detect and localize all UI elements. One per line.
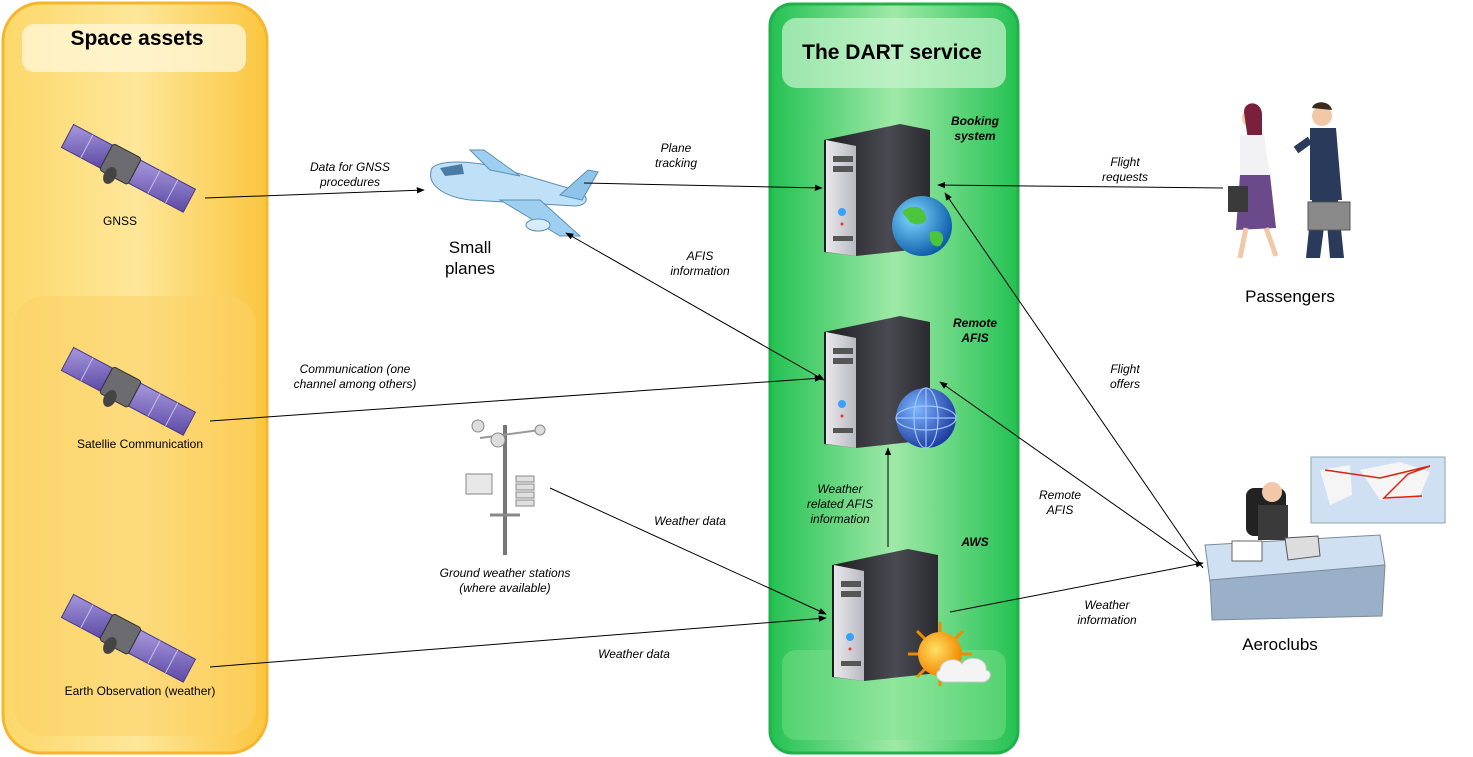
airplane-icon	[430, 149, 599, 237]
space-assets-title: Space assets	[70, 27, 204, 50]
plane-tracking-arrow	[583, 182, 823, 192]
satcom-to-afis-arrow	[209, 375, 823, 422]
booking-server-icon	[824, 124, 952, 256]
aws-label: AWS	[961, 535, 989, 549]
weather-data-eo-label: Weather data	[598, 647, 670, 661]
ground-weather-arrow	[549, 487, 827, 615]
afis-information-arrow	[565, 232, 825, 381]
earth-observation-satellite-icon	[60, 593, 197, 683]
weather-data-ground-label: Weather data	[654, 514, 726, 528]
gnss-to-planes-arrow	[204, 187, 425, 199]
flight-requests-arrow	[937, 181, 1224, 189]
earth-observation-label: Earth Observation (weather)	[64, 684, 216, 698]
remote-afis-server-icon	[824, 316, 957, 449]
flight-offers-arrow	[944, 192, 1204, 569]
gnss-label: GNSS	[102, 214, 137, 228]
aws-server-icon	[832, 549, 991, 686]
weather-information-arrow	[949, 561, 1204, 613]
passengers-label: Passengers	[1245, 287, 1335, 306]
dart-service-title: The DART service	[802, 41, 982, 64]
ground-weather-stations-label: Ground weather stations(where available)	[439, 566, 571, 595]
aeroclub-office-icon	[1204, 456, 1446, 621]
aeroclubs-label: Aeroclubs	[1242, 635, 1318, 654]
passengers-icon	[1228, 102, 1351, 259]
flow-arrows	[204, 181, 1224, 668]
weather-station-icon	[465, 419, 546, 555]
remote-afis-arrow	[939, 381, 1204, 568]
eo-weather-arrow	[209, 615, 827, 668]
satcom-label: Satellie Communication	[76, 437, 204, 451]
gnss-satellite-icon	[60, 123, 197, 213]
satcom-satellite-icon	[60, 346, 197, 436]
